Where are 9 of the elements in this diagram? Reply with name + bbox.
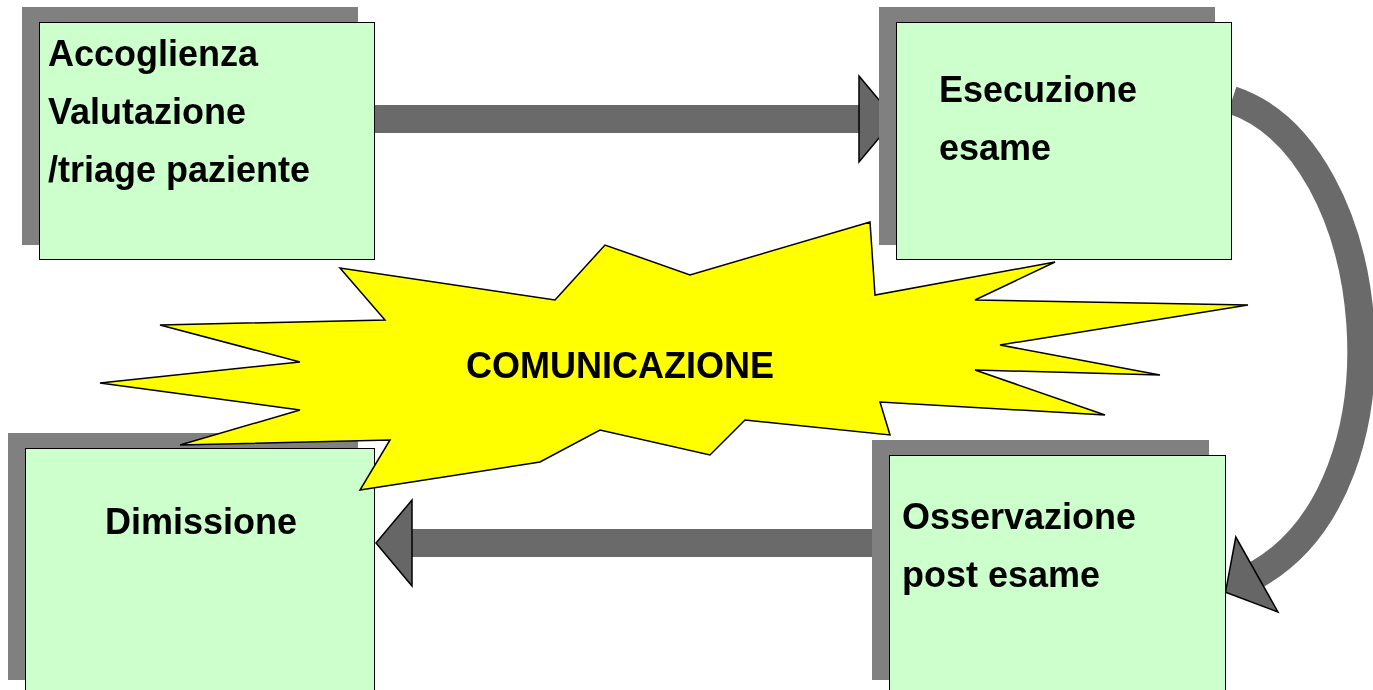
node-text: Dimissione [103, 500, 299, 544]
process-box [39, 22, 375, 260]
node-text: Osservazione post esame [902, 495, 1138, 597]
process-box [896, 22, 1232, 260]
process-box [889, 455, 1226, 690]
process-box [25, 448, 375, 690]
node-text: COMUNICAZIONE [465, 344, 775, 388]
node-text: Accoglienza Valutazione /triage paziente [48, 32, 312, 192]
node-text: Esecuzione esame [939, 68, 1139, 170]
